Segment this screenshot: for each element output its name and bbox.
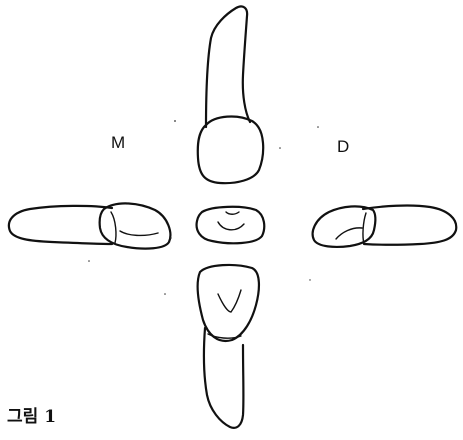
tooth-mesial-view [9, 203, 170, 248]
incisal-outline [197, 207, 265, 243]
mesial-cusp-line [120, 231, 158, 235]
tooth-incisal-view [197, 207, 265, 243]
mesial-label: M [111, 134, 125, 151]
mesial-root-outline [9, 206, 112, 244]
distal-label: D [337, 138, 349, 155]
tooth-distal-view [313, 206, 457, 247]
incisal-notch [226, 212, 239, 214]
figure-caption: 그림 1 [7, 409, 56, 426]
lingual-root-outline [204, 328, 243, 428]
tooth-lingual-view [198, 265, 259, 428]
incisal-groove [218, 222, 244, 230]
tooth-labial-view [198, 6, 263, 183]
distal-cusp-line [336, 228, 362, 239]
distal-ridge-line [363, 213, 366, 244]
mesial-ridge-line [111, 212, 116, 243]
lingual-fossa-mark [218, 290, 241, 312]
distal-root-outline [363, 206, 456, 245]
labial-root-outline [206, 6, 250, 127]
labial-crown-outline [198, 116, 263, 183]
lingual-crown-outline [198, 265, 259, 341]
mesial-crown-outline [100, 203, 171, 248]
